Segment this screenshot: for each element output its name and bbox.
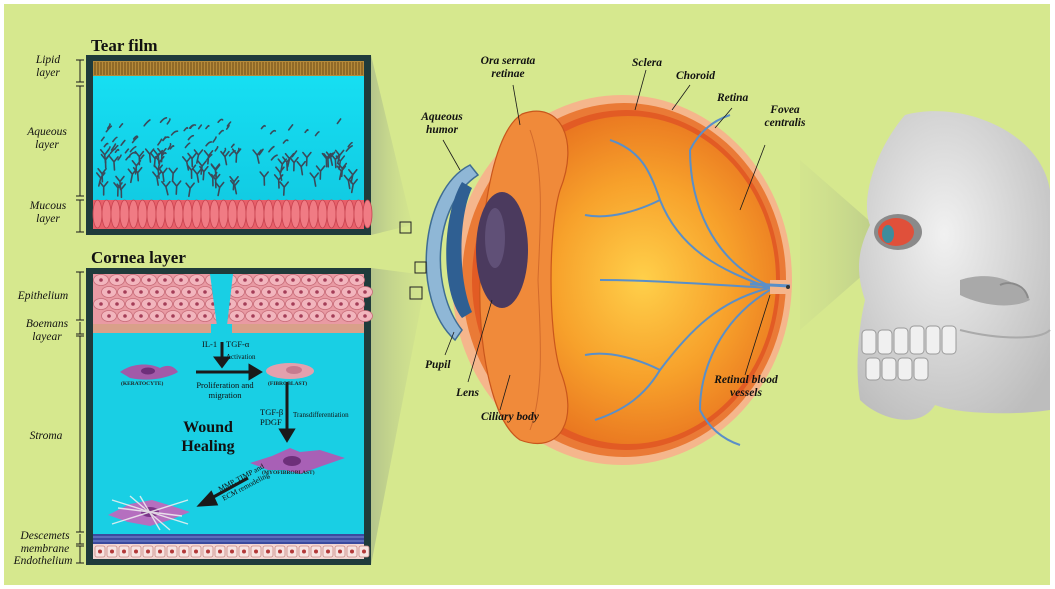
epithelium-label: Epithelium [17, 290, 69, 302]
fibroblast-cell [266, 363, 314, 379]
tear-film-panel [86, 55, 373, 235]
endothelium-label: Endothelium [13, 555, 73, 567]
ciliary-body-label: Ciliary body [481, 411, 539, 423]
transdiff-label: Transdifferentiation [293, 411, 349, 419]
remodel-cell [108, 495, 190, 531]
ora-serrata-label: Ora serrata retinae [480, 55, 536, 80]
descemets-layer [93, 534, 364, 544]
il1-label: IL-1 [202, 339, 218, 349]
keratocyte-label: (KERATOCYTE) [121, 381, 164, 387]
projection-cone-cornea [371, 268, 425, 565]
skull-teeth [861, 325, 957, 381]
tear-film-title: Tear film [91, 36, 158, 55]
optic-nerve [770, 280, 786, 294]
projection-cone-tear [371, 55, 412, 235]
boemans-layer [93, 324, 211, 333]
tgfb-label: TGF-β PDGF [260, 407, 284, 427]
tgfa-label: TGF-α [226, 339, 250, 349]
retinal-vessels [584, 114, 771, 446]
keratocyte-cell [120, 364, 178, 380]
aqueous-layer-label: Aqueous layer [27, 126, 67, 151]
myofibroblast-label: (MYOFIBROBLAST) [262, 470, 315, 476]
pointer-lines [442, 69, 771, 411]
descemets-label: Descemets membrane [20, 530, 70, 555]
cornea-layer-title: Cornea layer [91, 248, 186, 267]
aqueous-humor-label: Aqueous humor [421, 111, 463, 136]
choroid-label: Choroid [676, 70, 715, 82]
cornea [425, 164, 480, 342]
layer-brackets [76, 59, 84, 564]
eye-cross-section [399, 69, 792, 465]
proliferation-label: Proliferation and migration [196, 380, 254, 400]
myofibroblast-cell [250, 448, 345, 474]
sclera-label: Sclera [632, 57, 663, 69]
zoom-box-cornea [414, 261, 427, 274]
pupil-label: Pupil [425, 359, 451, 371]
epithelium-wound [210, 274, 233, 334]
stroma-label: Stroma [29, 430, 63, 442]
lens-label: Lens [456, 387, 479, 399]
zoom-box-tear [399, 221, 412, 234]
retinal-vessels-label: Retinal blood vessels [714, 374, 778, 399]
skull [857, 111, 1051, 420]
remodel-arrow [207, 476, 249, 502]
lipid-layer-label: Lipid layer [35, 54, 61, 79]
retina-label: Retina [717, 92, 749, 104]
iris [446, 182, 472, 318]
fovea-label: Fovea centralis [764, 104, 806, 129]
projection-cone-skull [800, 160, 880, 330]
fibroblast-label: (FIBROBLAST) [268, 381, 308, 387]
cornea-panel [86, 268, 373, 565]
activation-label: Activation [226, 353, 256, 361]
wound-healing-title: Wound Healing [181, 419, 235, 455]
boemans-label: Boemans layear [25, 318, 69, 343]
mucous-layer-label: Mucous layer [29, 200, 67, 225]
